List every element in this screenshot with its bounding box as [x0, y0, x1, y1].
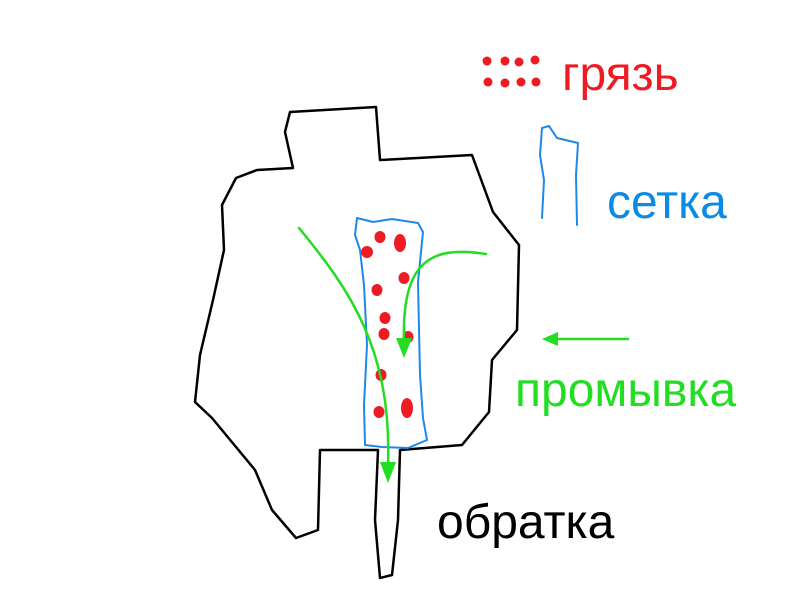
mesh-legend-icon: [539, 125, 579, 226]
dirt-particles: [361, 231, 414, 418]
flow-arrow-main-head: [380, 462, 396, 483]
filter-body-outline: [193, 105, 521, 580]
dirt-particle: [401, 398, 413, 418]
mesh-label: сетка: [607, 176, 727, 229]
mesh-strip: [354, 217, 428, 449]
flow-arrow-curve: [402, 250, 488, 342]
flush-arrow: [542, 332, 630, 346]
dirt-legend-icon: [482, 55, 541, 88]
dirt-particle: [374, 231, 386, 243]
dirt-particle: [379, 312, 391, 324]
dirt-particle: [371, 284, 383, 296]
return-label: обратка: [437, 496, 615, 549]
dirt-particle: [373, 406, 385, 418]
flow-arrow-curve-head: [396, 338, 412, 358]
flush-label: промывка: [515, 364, 736, 417]
dirt-particle: [398, 272, 410, 284]
flow-arrow-main: [297, 226, 390, 467]
flow-arrows: [297, 226, 488, 483]
dirt-particle: [394, 234, 406, 252]
dirt-particle: [361, 246, 373, 258]
dirt-particle: [378, 328, 390, 340]
dirt-label: грязь: [562, 48, 679, 101]
